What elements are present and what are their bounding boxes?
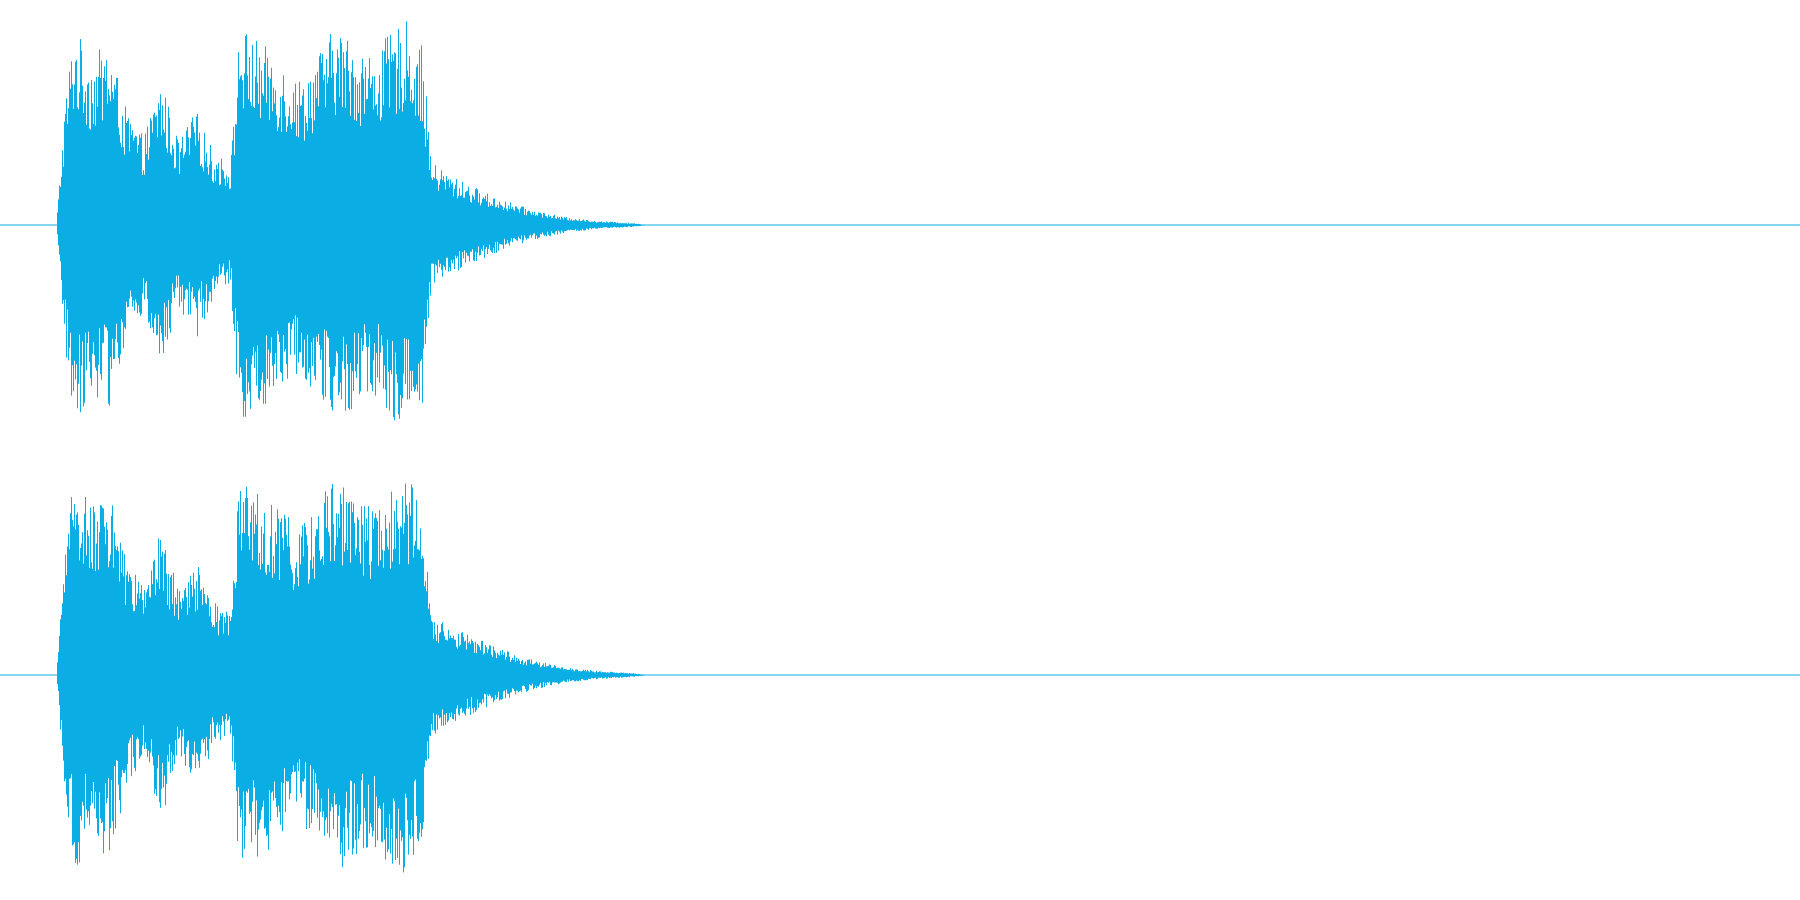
channel-2-track[interactable] bbox=[0, 483, 1800, 873]
waveform bbox=[57, 21, 646, 421]
waveform bbox=[57, 483, 646, 873]
channel-1-track[interactable] bbox=[0, 21, 1800, 421]
